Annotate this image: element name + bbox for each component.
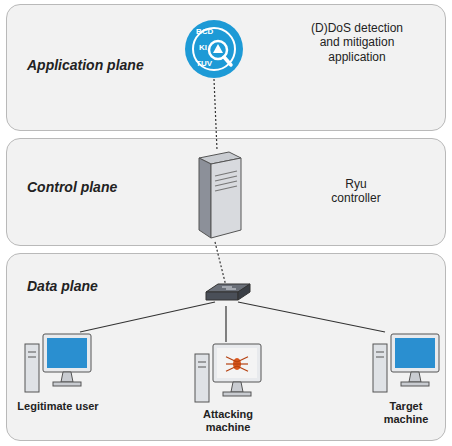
server-icon <box>191 150 243 240</box>
node-label: Legitimate user <box>8 400 108 413</box>
plane-band: Application plane (D)DoS detection and mi… <box>6 4 446 131</box>
plane-band: Data planeLegitimate userAttacking machi… <box>6 253 446 441</box>
icon-letters: BCD <box>196 28 213 36</box>
host-machine: Target machine <box>371 332 441 394</box>
pc-icon <box>23 332 93 394</box>
controller-server: Ryu controller <box>191 150 243 240</box>
node-label: Ryu controller <box>325 177 387 206</box>
icon-letters: TUV <box>196 60 212 68</box>
app-icon <box>184 19 244 79</box>
app-icon: (D)DoS detection and mitigation applicat… <box>184 19 244 79</box>
icon-letters: KI <box>199 44 207 52</box>
host-machine: Attacking machine <box>193 342 263 404</box>
host-machine: Legitimate user <box>23 332 93 394</box>
pc-icon <box>193 342 263 404</box>
plane-heading: Control plane <box>27 179 117 195</box>
node-label: (D)DoS detection and mitigation applicat… <box>301 21 413 64</box>
pc-icon <box>371 332 441 394</box>
node-label: Attacking machine <box>188 408 268 434</box>
link-wire <box>225 306 226 342</box>
plane-heading: Application plane <box>27 57 144 73</box>
plane-heading: Data plane <box>27 278 98 294</box>
plane-band: Control plane Ryu controller <box>6 138 446 246</box>
node-label: Target machine <box>373 400 439 426</box>
